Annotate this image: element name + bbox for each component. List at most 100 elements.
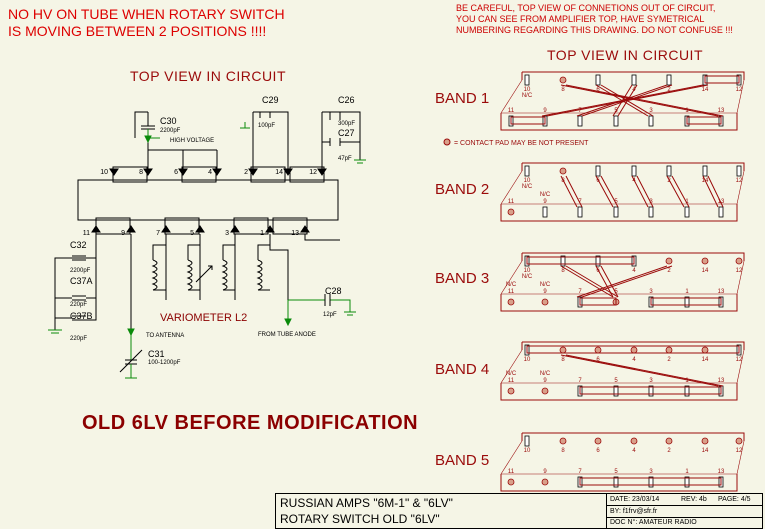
pin-number: 13: [718, 469, 725, 475]
switch-bar: [579, 477, 722, 486]
contact-pad: [595, 255, 601, 267]
contact-pad: [613, 476, 619, 488]
c28-label: C28: [325, 286, 342, 296]
switch-link: [565, 354, 724, 387]
careful-note-line-1: BE CAREFUL, TOP VIEW OF CONNETIONS OUT O…: [456, 3, 716, 13]
lower-pin-number: 1: [260, 230, 264, 237]
contact-block: [233, 217, 269, 235]
c32-value: 2200pF: [70, 268, 91, 274]
switch-link: [541, 84, 704, 117]
c29-label: C29: [262, 95, 279, 105]
upper-pin-number: 14: [275, 169, 283, 176]
pin-number: 9: [543, 289, 547, 295]
circuit-schematic: [48, 111, 366, 379]
pin-number: 1: [685, 289, 689, 295]
pin-number: 6: [596, 87, 600, 93]
c27-value: 47pF: [338, 156, 352, 162]
left-diagram-heading: TOP VIEW IN CIRCUIT: [130, 68, 286, 84]
contact-block: [289, 166, 325, 183]
switch-bar: [579, 386, 722, 395]
pin-number: 6: [596, 357, 600, 363]
c37b-label: C37B: [70, 311, 93, 321]
pin-number: 3: [649, 469, 653, 475]
switch-link: [595, 265, 614, 298]
optional-contact-pad: [541, 298, 549, 306]
contact-pad: [613, 385, 619, 397]
pin-number: 7: [578, 469, 582, 475]
contact-block: [250, 166, 286, 183]
band-1-label: BAND 1: [435, 90, 490, 107]
c37a-value: 220pF: [70, 302, 87, 308]
c37b-value: 220pF: [70, 336, 87, 342]
pin-number: 8: [561, 87, 565, 93]
pin-number: 1: [685, 108, 689, 114]
contact-pad: [718, 206, 724, 218]
c26-label: C26: [338, 95, 355, 105]
pin-number: 11: [508, 289, 515, 295]
switch-bar: [526, 256, 635, 265]
contact-block: [272, 217, 308, 235]
coil: [151, 244, 166, 291]
switch-link: [600, 175, 619, 208]
nc-label: N/C: [540, 192, 551, 198]
pin-number: 8: [561, 357, 565, 363]
switch-link: [560, 354, 719, 387]
pin-number: 5: [614, 289, 618, 295]
optional-contact-pad: [559, 167, 567, 175]
pin-number: 11: [508, 469, 515, 475]
pin-number: 2: [667, 448, 671, 454]
c26-value: 300pF: [338, 121, 355, 127]
pin-number: 4: [632, 268, 636, 274]
band-4-label: BAND 4: [435, 361, 490, 378]
title-line-2: ROTARY SWITCH OLD "6LV": [280, 512, 440, 526]
switch-link: [671, 175, 690, 208]
coil: [186, 244, 200, 291]
antenna-label: TO ANTENNA: [146, 333, 184, 339]
optional-contact-pad: [594, 437, 602, 445]
lower-pin-number: 5: [190, 230, 194, 237]
pin-number: 3: [649, 199, 653, 205]
doc-number-field: DOC N°: AMATEUR RADIO: [610, 519, 697, 526]
c27-label: C27: [338, 128, 355, 138]
pin-number: 9: [543, 378, 547, 384]
switch-link: [707, 175, 724, 208]
hv-warning-line-2: IS MOVING BETWEEN 2 POSITIONS !!!!: [8, 23, 267, 39]
date-field: DATE: 23/03/14: [610, 496, 660, 503]
coil: [256, 244, 270, 291]
hv-warning-line-1: NO HV ON TUBE WHEN ROTARY SWITCH: [8, 6, 285, 22]
pin-number: 6: [596, 448, 600, 454]
contact-pad: [648, 115, 654, 127]
c28-value: 12pF: [323, 312, 337, 318]
pin-number: 3: [649, 289, 653, 295]
optional-contact-pad: [630, 437, 638, 445]
optional-contact-pad: [541, 387, 549, 395]
careful-note-line-3: NUMBERING REGARDING THIS DRAWING. DO NOT…: [456, 25, 733, 35]
pin-number: 2: [667, 268, 671, 274]
contact-pad: [560, 255, 566, 267]
variometer-arrow: [195, 265, 213, 283]
contact-pad: [524, 74, 530, 86]
lower-pin-number: 7: [156, 230, 160, 237]
nc-label: N/C: [522, 184, 533, 190]
contact-pad: [542, 206, 548, 218]
pin-number: 5: [614, 378, 618, 384]
contact-pad: [613, 206, 619, 218]
contact-pad: [702, 165, 708, 177]
contact-pad: [524, 435, 530, 447]
pin-number: 9: [543, 199, 547, 205]
variometer-label: VARIOMETER L2: [160, 312, 247, 324]
band-2-label: BAND 2: [435, 181, 490, 198]
band-5-label: BAND 5: [435, 452, 490, 469]
pin-number: 13: [718, 289, 725, 295]
contact-pad: [648, 476, 654, 488]
band-3-label: BAND 3: [435, 270, 490, 287]
c32-label: C32: [70, 240, 87, 250]
switch-link: [565, 84, 724, 117]
pin-number: 10: [524, 448, 531, 454]
pin-number: 12: [736, 357, 743, 363]
switch-bar: [704, 75, 740, 84]
contact-pad: [736, 165, 742, 177]
